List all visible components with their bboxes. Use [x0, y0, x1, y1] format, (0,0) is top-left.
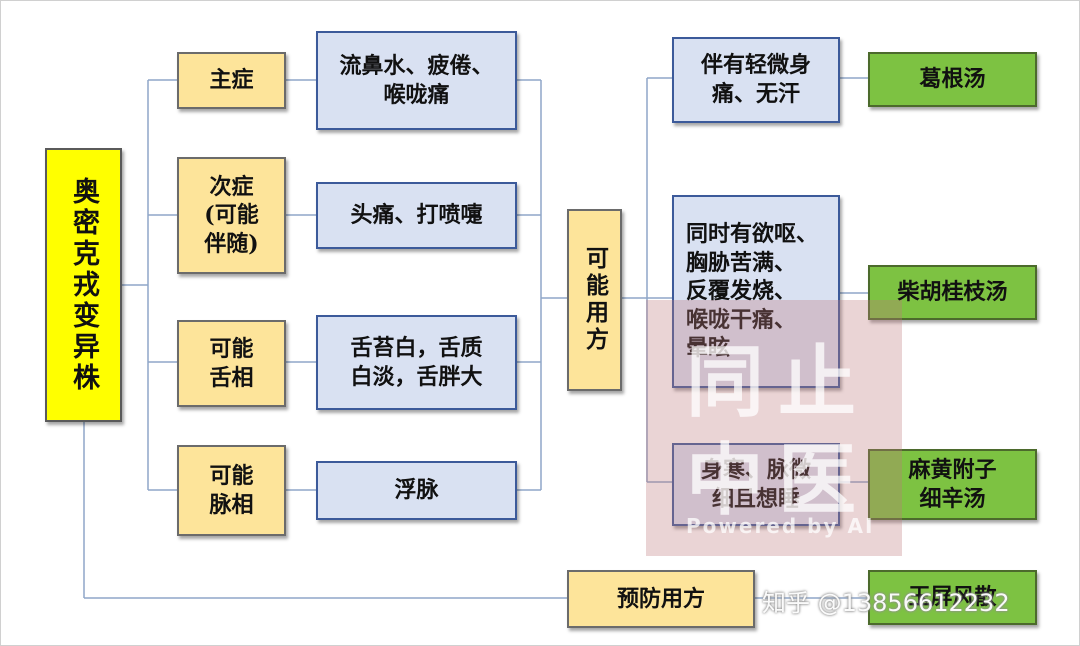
formula-label: 麻黄附子 细辛汤 — [908, 456, 997, 512]
watermark-panel: 同止 中医 Powered by AI — [646, 300, 902, 556]
zhihu-watermark: 知乎 @13856612232 — [762, 589, 1010, 617]
category-label: 次症 (可能 伴随) — [204, 173, 259, 257]
prevention-label: 预防用方 — [616, 585, 705, 612]
symptom-label: 流鼻水、疲倦、 喉咙痛 — [339, 52, 494, 108]
possible-formula-label: 可能用方 — [581, 246, 609, 354]
category-pulse: 可能 脉相 — [177, 445, 286, 536]
category-label: 可能 脉相 — [209, 462, 254, 518]
category-main-symptom: 主症 — [177, 52, 286, 109]
symptom-main: 流鼻水、疲倦、 喉咙痛 — [316, 31, 517, 130]
category-label: 可能 舌相 — [209, 335, 254, 391]
condition-nausea: 同时有欲呕、 胸胁苦满、 反覆发烧、 喉咙干痛、 晕眩 — [672, 195, 840, 388]
formula-label: 玉屏风散 — [908, 584, 997, 611]
formula-yupingfeng-san: 玉屏风散 — [868, 570, 1037, 625]
symptom-secondary: 头痛、打喷嚏 — [316, 182, 517, 249]
symptom-label: 舌苔白，舌质 白淡，舌胖大 — [350, 334, 483, 390]
condition-label: 伴有轻微身 痛、无汗 — [700, 52, 811, 107]
condition-label: 身寒、脉微 细且想睡 — [700, 456, 811, 512]
category-label: 主症 — [209, 67, 254, 94]
condition-body-ache: 伴有轻微身 痛、无汗 — [672, 37, 840, 123]
root-node: 奥密克戎变异株 — [45, 148, 122, 422]
formula-gegen-tang: 葛根汤 — [868, 52, 1037, 107]
condition-label: 同时有欲呕、 胸胁苦满、 反覆发烧、 喉咙干痛、 晕眩 — [686, 221, 819, 362]
watermark-line-3: Powered by AI — [686, 514, 875, 538]
symptom-label: 浮脉 — [394, 477, 439, 504]
watermark-line-2: 中医 — [686, 436, 871, 526]
category-tongue: 可能 舌相 — [177, 320, 286, 407]
formula-label: 柴胡桂枝汤 — [897, 279, 1008, 306]
symptom-tongue: 舌苔白，舌质 白淡，舌胖大 — [316, 315, 517, 410]
symptom-label: 头痛、打喷嚏 — [350, 202, 483, 229]
formula-label: 葛根汤 — [919, 66, 986, 93]
watermark-line-1: 同止 — [686, 338, 871, 428]
condition-cold: 身寒、脉微 细且想睡 — [672, 443, 840, 526]
root-label: 奥密克戎变异株 — [68, 176, 100, 394]
formula-chaihu-guizhi-tang: 柴胡桂枝汤 — [868, 265, 1037, 320]
formula-mahuang-fuzi-xixin-tang: 麻黄附子 细辛汤 — [868, 449, 1037, 520]
symptom-pulse: 浮脉 — [316, 461, 517, 520]
possible-formula-node: 可能用方 — [567, 209, 622, 391]
prevention-node: 预防用方 — [567, 570, 755, 628]
category-secondary-symptom: 次症 (可能 伴随) — [177, 157, 286, 274]
